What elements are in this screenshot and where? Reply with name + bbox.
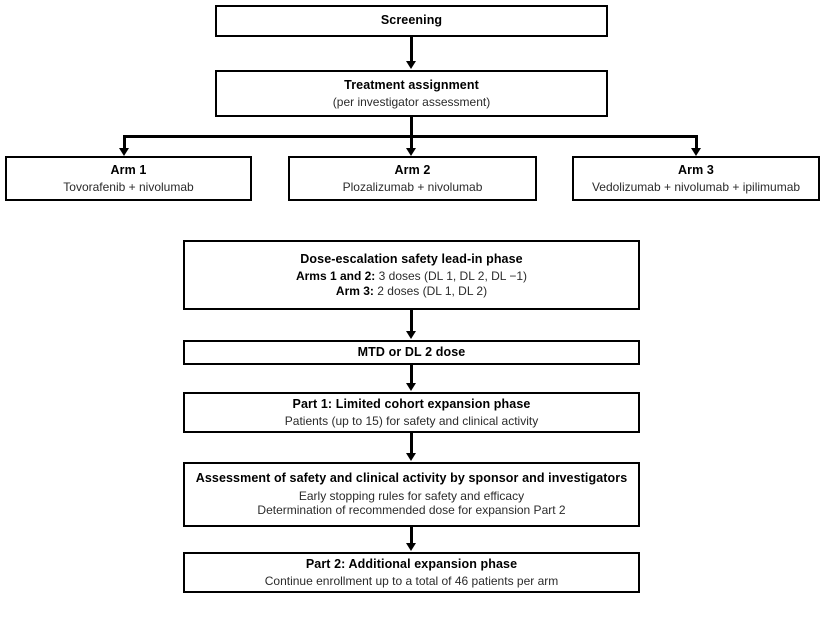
- connector-dose-to-mtd: [410, 310, 413, 332]
- node-part-2: Part 2: Additional expansion phase Conti…: [183, 552, 640, 593]
- connector-screening-to-treatment: [410, 37, 413, 62]
- arrowhead-part2: [405, 543, 416, 551]
- screening-title: Screening: [380, 13, 443, 28]
- arrowhead-mtd: [405, 331, 416, 339]
- connector-part1-to-assessment: [410, 433, 413, 454]
- arm3-regimen: Vedolizumab + nivolumab + ipilimumab: [591, 179, 801, 194]
- dose-escalation-arms12-value: 3 doses (DL 1, DL 2, DL −1): [375, 269, 528, 283]
- node-part-1: Part 1: Limited cohort expansion phase P…: [183, 392, 640, 433]
- node-arm-1: Arm 1 Tovorafenib + nivolumab: [5, 156, 252, 201]
- treatment-assignment-subtitle: (per investigator assessment): [332, 94, 491, 109]
- mtd-title: MTD or DL 2 dose: [357, 344, 466, 359]
- part1-subtitle: Patients (up to 15) for safety and clini…: [284, 413, 539, 428]
- dose-escalation-title: Dose-escalation safety lead-in phase: [300, 251, 523, 266]
- connector-treatment-stem: [410, 117, 413, 136]
- arm2-title: Arm 2: [394, 162, 431, 177]
- arrowhead-arm3: [690, 148, 701, 156]
- part2-subtitle: Continue enrollment up to a total of 46 …: [264, 573, 559, 588]
- arm1-title: Arm 1: [110, 162, 147, 177]
- assessment-title: Assessment of safety and clinical activi…: [195, 471, 628, 486]
- dose-escalation-arms12: Arms 1 and 2: 3 doses (DL 1, DL 2, DL −1…: [296, 269, 527, 284]
- node-assessment: Assessment of safety and clinical activi…: [183, 462, 640, 527]
- arrowhead-arm2: [405, 148, 416, 156]
- dose-escalation-arm3-label: Arm 3:: [335, 283, 374, 298]
- part1-title: Part 1: Limited cohort expansion phase: [292, 396, 531, 411]
- arm3-title: Arm 3: [678, 162, 714, 177]
- arrowhead-arm1: [118, 148, 129, 156]
- connector-mtd-to-part1: [410, 365, 413, 384]
- dose-escalation-arm3-value: 2 doses (DL 1, DL 2): [373, 283, 488, 298]
- connector-branch-arm3: [695, 135, 698, 151]
- connector-branch-arm2: [410, 135, 413, 151]
- dose-escalation-arms12-label: Arms 1 and 2:: [295, 269, 376, 283]
- node-arm-2: Arm 2 Plozalizumab + nivolumab: [288, 156, 537, 201]
- assessment-subtitle-1: Early stopping rules for safety and effi…: [298, 488, 525, 503]
- node-dose-escalation: Dose-escalation safety lead-in phase Arm…: [183, 240, 640, 310]
- arm2-regimen: Plozalizumab + nivolumab: [342, 179, 483, 194]
- connector-assessment-to-part2: [410, 527, 413, 544]
- arm1-regimen: Tovorafenib + nivolumab: [63, 179, 194, 194]
- dose-escalation-arm3: Arm 3: 2 doses (DL 1, DL 2): [336, 284, 487, 299]
- arrowhead-assessment: [405, 453, 416, 461]
- node-mtd: MTD or DL 2 dose: [183, 340, 640, 365]
- node-screening: Screening: [215, 5, 608, 37]
- node-treatment-assignment: Treatment assignment (per investigator a…: [215, 70, 608, 117]
- arrowhead-treatment: [405, 61, 416, 69]
- assessment-subtitle-2: Determination of recommended dose for ex…: [257, 503, 566, 518]
- arrowhead-part1: [405, 383, 416, 391]
- node-arm-3: Arm 3 Vedolizumab + nivolumab + ipilimum…: [572, 156, 820, 201]
- treatment-assignment-title: Treatment assignment: [344, 77, 479, 92]
- part2-title: Part 2: Additional expansion phase: [305, 556, 518, 571]
- connector-branch-arm1: [123, 135, 126, 151]
